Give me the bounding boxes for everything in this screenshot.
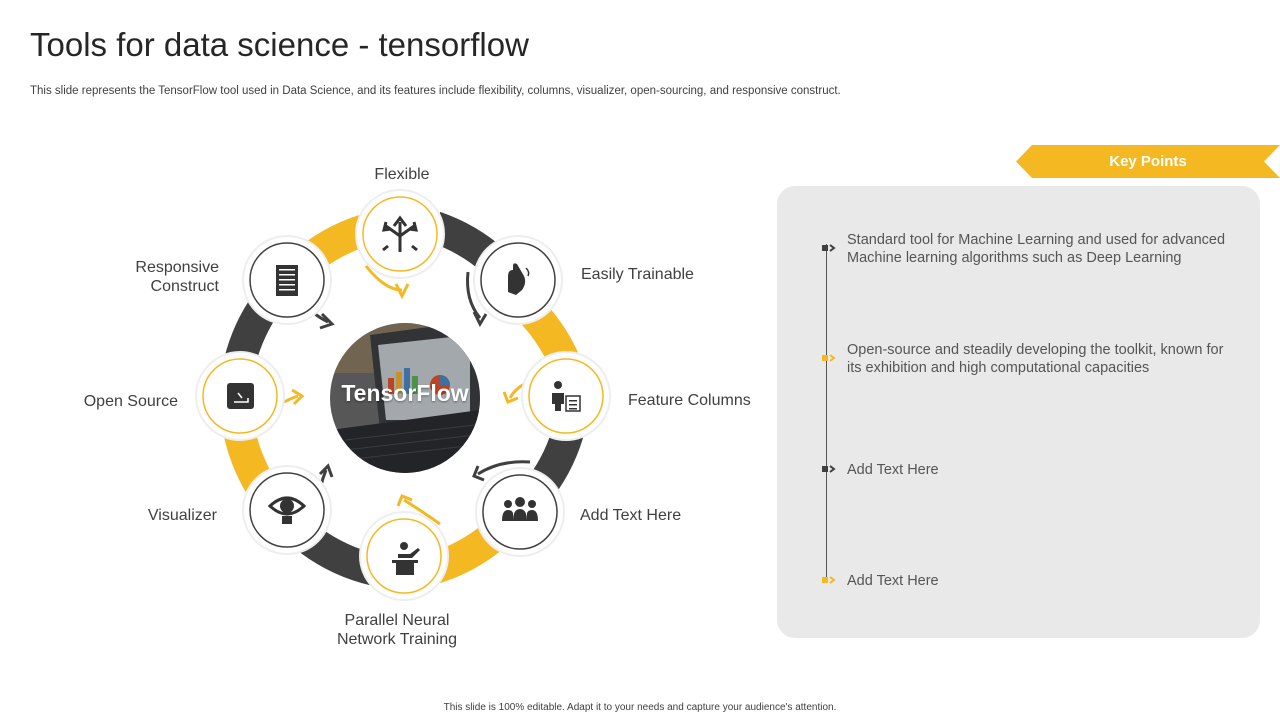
building-icon xyxy=(276,265,298,296)
key-point-item: Add Text Here xyxy=(847,461,1237,479)
bullet-marker-icon xyxy=(820,243,836,253)
label-flexible: Flexible xyxy=(352,165,452,184)
label-feature-columns: Feature Columns xyxy=(628,391,768,410)
label-parallel-neural-line1: Parallel Neural xyxy=(317,611,477,630)
label-add-text-here: Add Text Here xyxy=(580,506,720,525)
label-responsive-construct: Responsive Construct xyxy=(99,258,219,296)
label-responsive-line2: Construct xyxy=(99,277,219,296)
label-parallel-neural: Parallel Neural Network Training xyxy=(317,611,477,649)
label-visualizer: Visualizer xyxy=(97,506,217,525)
node-feature-columns xyxy=(522,352,610,440)
label-responsive-line1: Responsive xyxy=(99,258,219,277)
label-open-source: Open Source xyxy=(58,392,178,411)
label-parallel-neural-line2: Network Training xyxy=(317,630,477,649)
node-add-text-here xyxy=(476,468,564,556)
node-flexible xyxy=(356,190,444,278)
label-easily-trainable: Easily Trainable xyxy=(581,265,741,284)
node-visualizer xyxy=(243,466,331,554)
bullet-marker-icon xyxy=(820,575,836,585)
bullet-marker-icon xyxy=(820,464,836,474)
node-parallel-neural xyxy=(360,512,448,600)
bullet-marker-icon xyxy=(820,353,836,363)
key-point-item: Standard tool for Machine Learning and u… xyxy=(847,231,1237,267)
footer-note: This slide is 100% editable. Adapt it to… xyxy=(0,702,1280,713)
timeline-line xyxy=(826,244,827,582)
terminal-window-icon xyxy=(227,383,254,409)
node-responsive-construct xyxy=(243,236,331,324)
key-points-heading: Key Points xyxy=(1016,145,1280,178)
node-easily-trainable xyxy=(474,236,562,324)
key-point-item: Add Text Here xyxy=(847,572,1237,590)
node-open-source xyxy=(196,352,284,440)
center-label: TensorFlow xyxy=(330,380,480,407)
key-point-item: Open-source and steadily developing the … xyxy=(847,341,1237,377)
